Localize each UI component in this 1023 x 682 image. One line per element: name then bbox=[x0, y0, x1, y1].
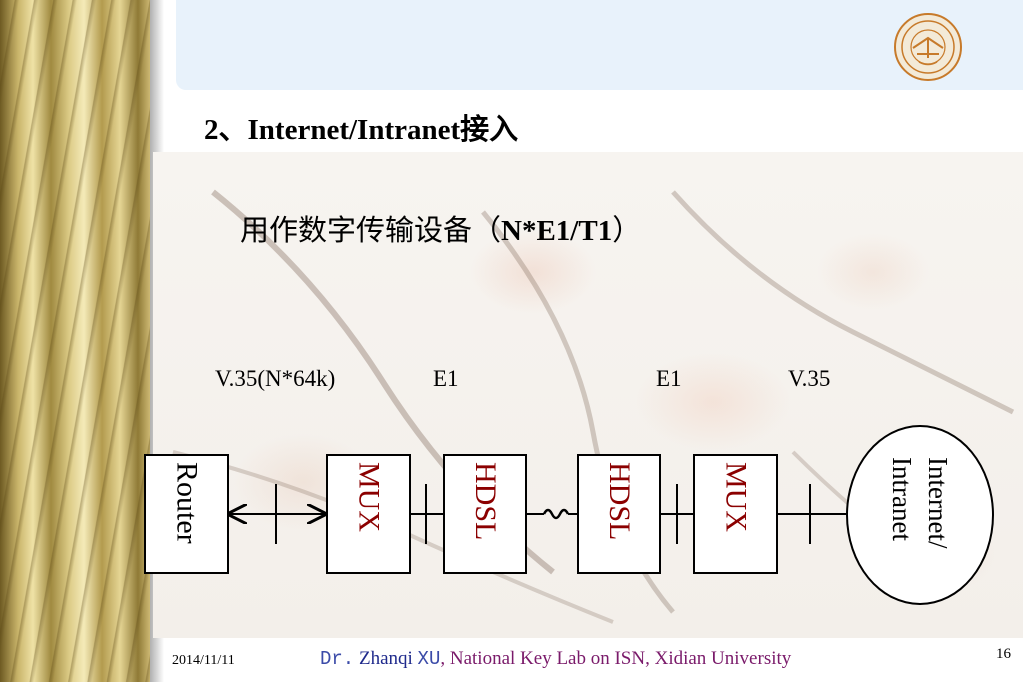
decorative-side-strip bbox=[0, 0, 150, 682]
university-seal-icon bbox=[894, 13, 962, 81]
credit-dr: Dr. bbox=[320, 648, 355, 670]
router-label: Router bbox=[170, 462, 204, 544]
page-number: 16 bbox=[996, 646, 1011, 662]
mux-box-left: MUX bbox=[326, 454, 411, 574]
link-label-v35: V.35 bbox=[788, 366, 831, 391]
subtitle-bold: N*E1/T1 bbox=[501, 215, 613, 247]
router-box: Router bbox=[144, 454, 229, 574]
link-label-e1-left: E1 bbox=[433, 366, 459, 391]
hdsl-label-right: HDSL bbox=[603, 462, 636, 541]
footer-date: 2014/11/11 bbox=[172, 653, 235, 668]
subtitle-suffix: ） bbox=[612, 215, 642, 247]
link-label-e1-right: E1 bbox=[656, 366, 682, 391]
slide-title: 2、Internet/Intranet接入 bbox=[204, 114, 519, 146]
internet-intranet-label: Internet/ Intranet bbox=[887, 457, 953, 549]
slide-subtitle: 用作数字传输设备（N*E1/T1） bbox=[240, 207, 641, 249]
mux-label-left: MUX bbox=[352, 462, 386, 533]
hdsl-box-right: HDSL bbox=[577, 454, 661, 574]
credit-affiliation: , National Key Lab on ISN, Xidian Univer… bbox=[440, 648, 792, 669]
hdsl-box-left: HDSL bbox=[443, 454, 527, 574]
footer-credit: Dr. Zhanqi XU, National Key Lab on ISN, … bbox=[320, 648, 791, 670]
subtitle-prefix: 用作数字传输设备（ bbox=[240, 215, 502, 247]
mux-box-right: MUX bbox=[693, 454, 778, 574]
mux-label-right: MUX bbox=[719, 462, 753, 533]
hdsl-label-left: HDSL bbox=[469, 462, 502, 541]
credit-surname: XU bbox=[417, 648, 441, 670]
credit-name: Zhanqi bbox=[358, 648, 413, 669]
internet-intranet-cloud: Internet/ Intranet bbox=[846, 425, 994, 605]
link-label-v35-nx64k: V.35(N*64k) bbox=[215, 366, 336, 391]
header-band bbox=[176, 0, 1023, 90]
